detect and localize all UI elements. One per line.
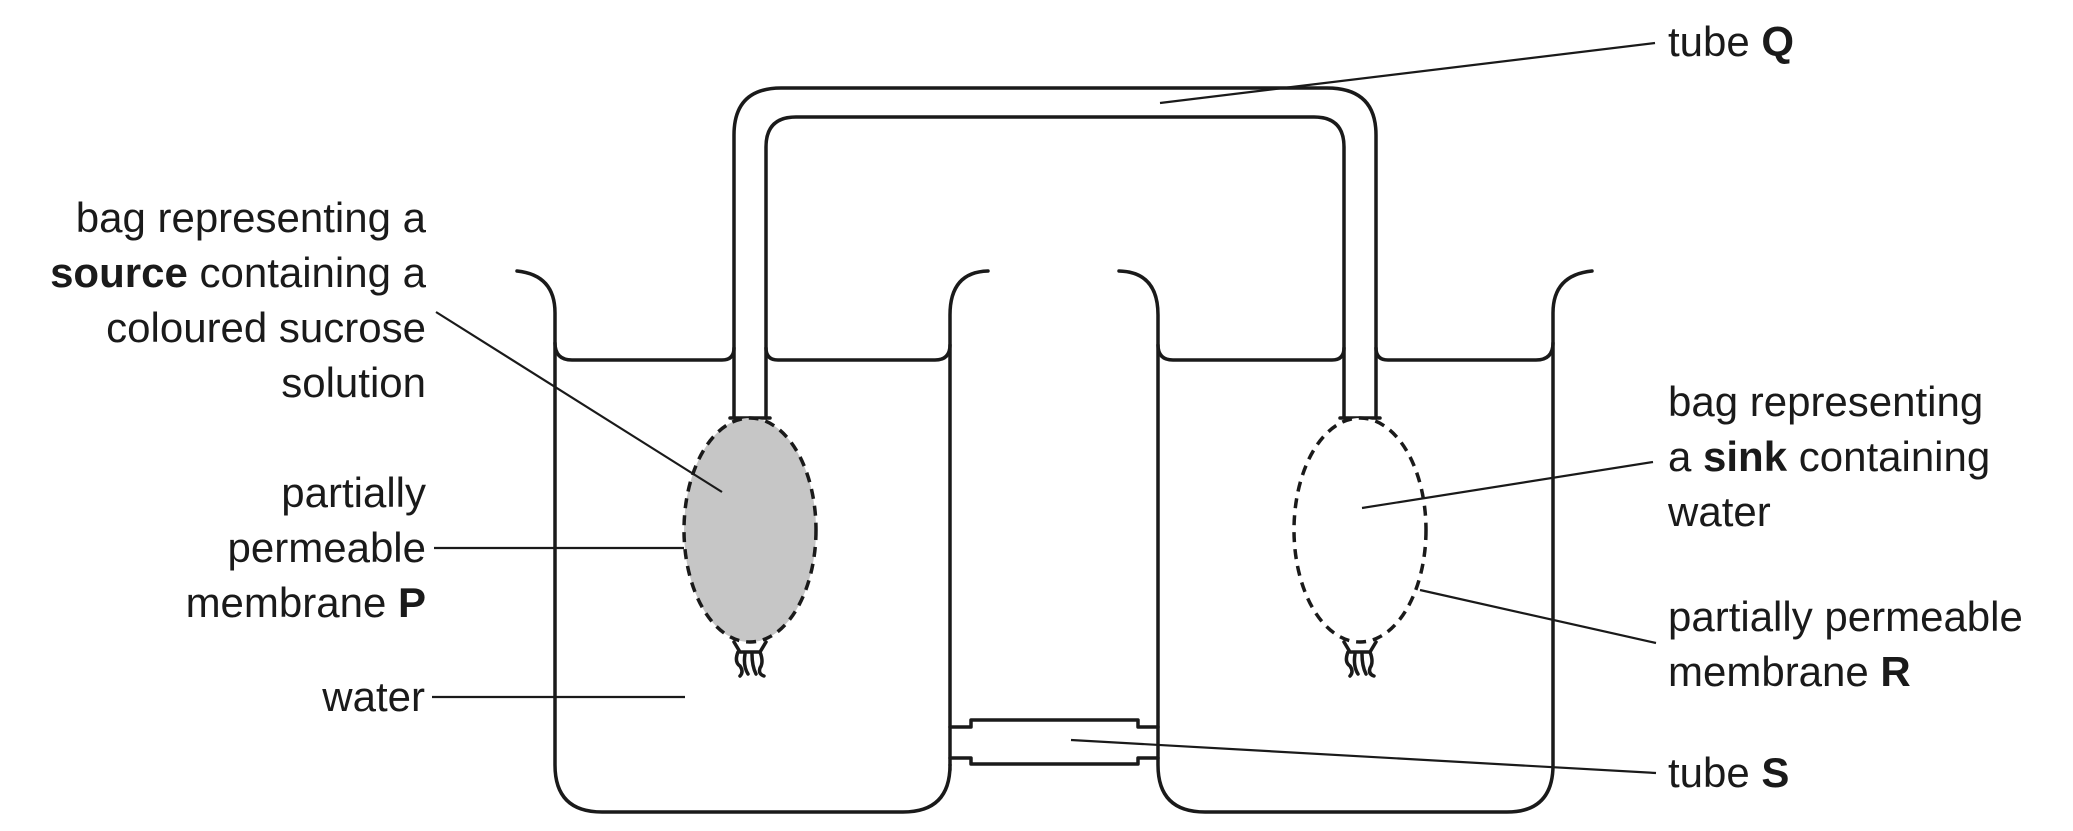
label-water: water <box>322 673 425 720</box>
tube-s <box>948 718 1160 766</box>
leader-tube-s <box>1070 738 1657 775</box>
leader-lines <box>432 41 1657 775</box>
sink-bag <box>1292 416 1428 678</box>
membrane-p <box>682 416 818 644</box>
label-tube-s: tube S <box>1668 749 1790 796</box>
source-bag-fill <box>684 418 816 642</box>
source-bag <box>682 416 818 678</box>
label-sink-bag: bag representing a sink containing water <box>1668 378 1991 535</box>
leader-sink-bag <box>1361 460 1654 510</box>
sink-bag-knot <box>1342 640 1378 654</box>
label-membrane-p: partially permeable membrane P <box>185 469 426 626</box>
membrane-r <box>1292 416 1428 644</box>
left-water-surface <box>553 341 952 362</box>
label-source-bag: bag representing a source containing a c… <box>50 194 426 406</box>
label-membrane-r: partially permeable membrane R <box>1668 593 2023 695</box>
source-bag-knot <box>732 640 768 654</box>
leader-membrane-r <box>1419 588 1657 645</box>
leader-source-bag <box>435 311 723 493</box>
leader-tube-q <box>1159 41 1656 105</box>
tube-q <box>728 86 1382 420</box>
right-water-surface <box>1156 341 1555 362</box>
label-tube-q: tube Q <box>1668 18 1795 65</box>
sink-bag-fill <box>1294 418 1426 642</box>
